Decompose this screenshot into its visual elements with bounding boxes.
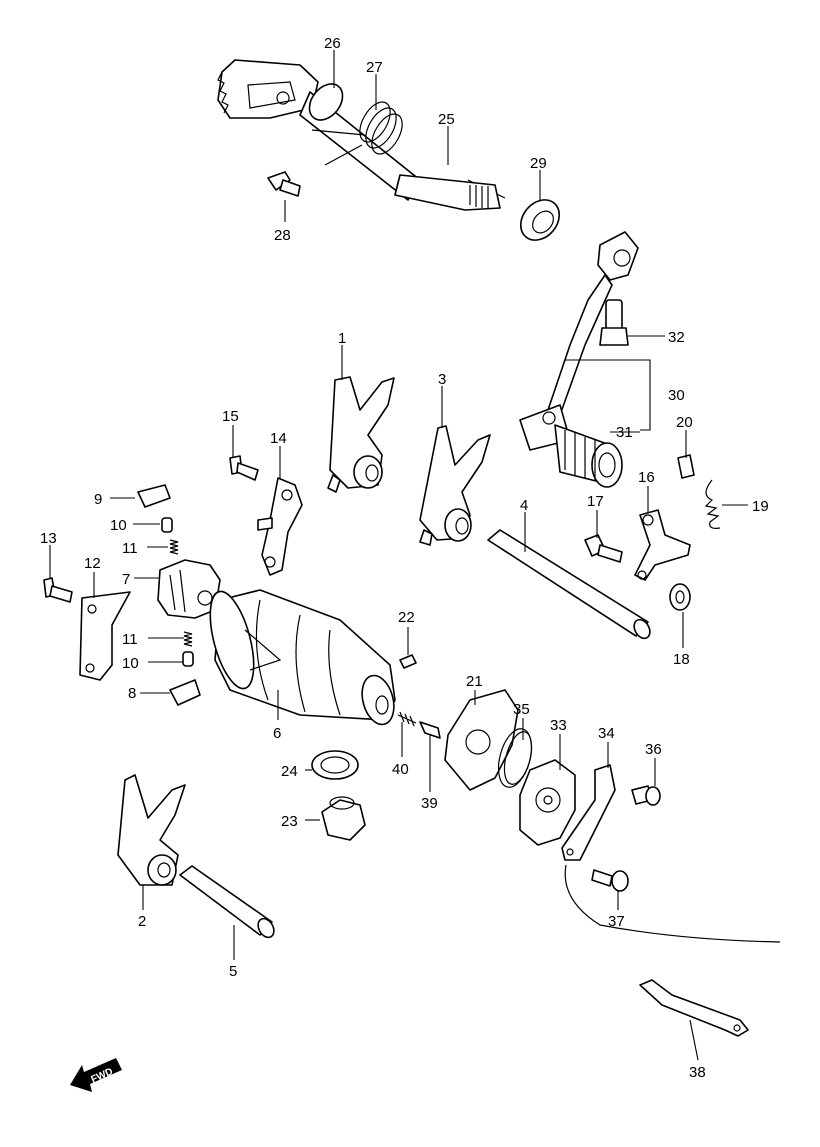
callout-38: 38 — [689, 1064, 706, 1081]
part-9-cam-stopper — [137, 484, 171, 508]
callout-4: 4 — [520, 497, 528, 514]
part-10-pin-top — [161, 517, 173, 533]
part-4-fork-shaft — [487, 529, 651, 640]
callout-labels: 26 27 25 29 28 32 30 31 1 3 15 14 20 9 1… — [40, 35, 769, 1081]
part-1-shift-fork — [327, 376, 395, 493]
part-32-lever-bolt — [599, 299, 629, 346]
callout-23: 23 — [281, 813, 298, 830]
part-21-gear-position-plate — [444, 689, 519, 791]
callout-32: 32 — [668, 329, 685, 346]
part-12-guide-plate — [79, 591, 131, 681]
callout-7: 7 — [122, 571, 130, 588]
callout-34: 34 — [598, 725, 615, 742]
callout-35: 35 — [513, 701, 530, 718]
part-22-pin — [399, 654, 417, 669]
callout-14: 14 — [270, 430, 287, 447]
part-18-washer — [669, 583, 691, 611]
part-11-spring-bottom — [183, 631, 193, 647]
part-24-gasket — [311, 750, 359, 780]
part-5-fork-shaft — [179, 865, 275, 939]
part-39-pin — [419, 721, 441, 739]
callout-12: 12 — [84, 555, 101, 572]
part-40-spring — [397, 711, 417, 727]
callout-30: 30 — [668, 387, 685, 404]
callout-20: 20 — [676, 414, 693, 431]
callout-25: 25 — [438, 111, 455, 128]
callout-22: 22 — [398, 609, 415, 626]
part-8-cam-stopper — [169, 679, 201, 706]
part-28-bolt — [267, 171, 301, 197]
callout-37: 37 — [608, 913, 625, 930]
callout-9: 9 — [94, 491, 102, 508]
callout-21: 21 — [466, 673, 483, 690]
callout-10-bottom: 10 — [122, 655, 139, 672]
part-25-shift-shaft — [299, 83, 506, 211]
part-33-gear-position-switch — [519, 759, 576, 846]
callout-39: 39 — [421, 795, 438, 812]
part-3-shift-fork — [419, 425, 491, 546]
part-10-pin-bottom — [182, 651, 194, 667]
part-19-spring — [704, 479, 721, 529]
part-31-lever-rubber — [554, 424, 623, 488]
callout-19: 19 — [752, 498, 769, 515]
callout-36: 36 — [645, 741, 662, 758]
part-27-return-spring — [311, 101, 403, 166]
part-16-stopper-arm — [634, 509, 691, 581]
callout-26: 26 — [324, 35, 341, 52]
callout-1: 1 — [338, 330, 346, 347]
callout-33: 33 — [550, 717, 567, 734]
leader-lines — [49, 50, 748, 1061]
part-23-drain-plug — [321, 796, 366, 841]
callout-40: 40 — [392, 761, 409, 778]
part-36-screw — [631, 785, 661, 806]
callout-27: 27 — [366, 59, 383, 76]
part-2-shift-fork — [117, 774, 186, 886]
callout-2: 2 — [138, 913, 146, 930]
part-6-shift-drum — [209, 589, 396, 726]
callout-3: 3 — [438, 371, 446, 388]
callout-24: 24 — [281, 763, 298, 780]
callout-18: 18 — [673, 651, 690, 668]
part-34-bracket — [561, 764, 616, 861]
callout-11-top: 11 — [122, 540, 138, 557]
callout-17: 17 — [587, 493, 604, 510]
part-38-clamp — [639, 979, 749, 1037]
callout-31: 31 — [616, 424, 633, 441]
callout-29: 29 — [530, 155, 547, 172]
callout-28: 28 — [274, 227, 291, 244]
part-37-screw — [591, 869, 629, 892]
switch-lead-wire — [564, 864, 781, 943]
fwd-arrow: FWD — [70, 1058, 122, 1092]
part-14-stopper-plate — [257, 477, 303, 576]
callout-15: 15 — [222, 408, 239, 425]
callout-8: 8 — [128, 685, 136, 702]
part-29-oil-seal — [519, 199, 561, 241]
callout-5: 5 — [229, 963, 237, 980]
callout-13: 13 — [40, 530, 57, 547]
part-15-screw — [229, 455, 259, 481]
callout-6: 6 — [273, 725, 281, 742]
callout-10-top: 10 — [110, 517, 127, 534]
callout-16: 16 — [638, 469, 655, 486]
part-17-bolt — [584, 534, 623, 563]
part-20-bolt — [677, 454, 695, 479]
callout-11-bottom: 11 — [122, 631, 138, 648]
part-11-spring-top — [169, 539, 179, 555]
part-13-screw — [43, 577, 73, 603]
